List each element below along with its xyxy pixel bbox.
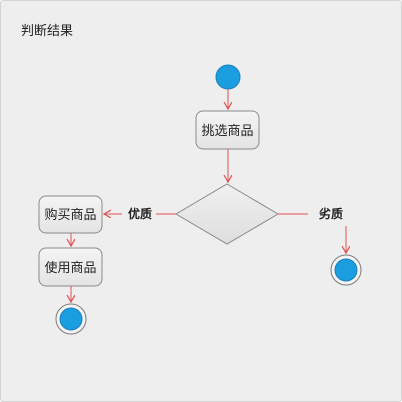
node-buy-label: 购买商品 [44, 207, 96, 223]
node-buy: 购买商品 [38, 195, 103, 234]
start-node [215, 64, 241, 90]
edge-label-good: 优质 [128, 206, 152, 221]
end-node-good [55, 303, 87, 335]
node-pick-label: 挑选商品 [201, 124, 253, 139]
diagram-title: 判断结果 [21, 24, 74, 39]
node-pick: 挑选商品 [195, 110, 260, 150]
end-node-bad [330, 254, 362, 286]
node-use-label: 使用商品 [44, 260, 96, 276]
decision-node [175, 183, 279, 245]
edge-label-bad: 劣质 [319, 206, 343, 221]
node-use: 使用商品 [38, 247, 103, 287]
